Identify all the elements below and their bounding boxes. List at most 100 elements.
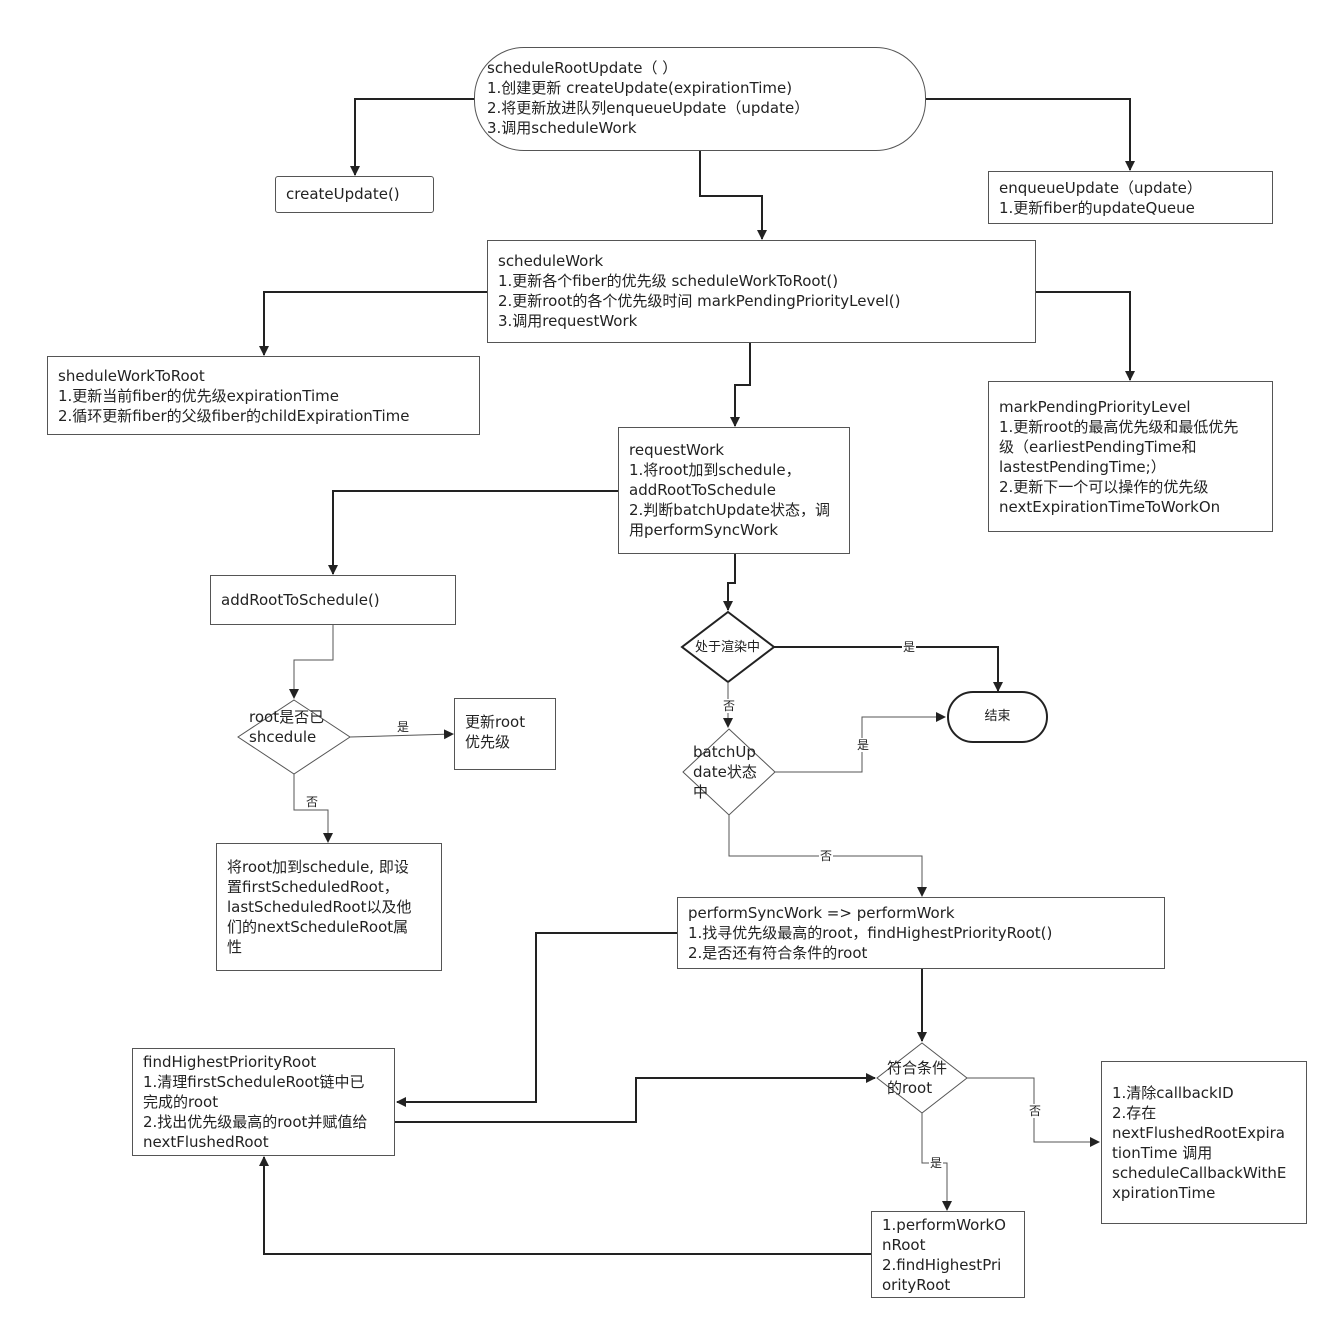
node-line: 性 xyxy=(227,938,243,956)
node-line: 3.调用scheduleWork xyxy=(487,119,637,137)
node-line: 2.将更新放进队列enqueueUpdate（update） xyxy=(487,99,810,117)
node-schedule-work-to-root: sheduleWorkToRoot 1.更新当前fiber的优先级expirat… xyxy=(47,356,480,435)
edge-scheduleWork-sheduleWorkToRoot xyxy=(259,291,488,356)
node-line: 结束 xyxy=(984,709,1011,724)
node-line: scheduleCallbackWithE xyxy=(1112,1164,1287,1182)
node-line: 1.找寻优先级最高的root，findHighestPriorityRoot() xyxy=(688,924,1053,942)
node-update-root-priority: 更新root 优先级 xyxy=(454,698,556,770)
node-enqueue-update: enqueueUpdate（update） 1.更新fiber的updateQu… xyxy=(988,171,1273,224)
node-line: 1.更新fiber的updateQueue xyxy=(999,199,1195,217)
edge-scheduleRootUpdate-createUpdate xyxy=(350,98,478,176)
node-request-work: requestWork 1.将root加到schedule， addRootTo… xyxy=(618,427,850,554)
node-line: xpirationTime xyxy=(1112,1184,1216,1202)
node-mark-pending-priority-level: markPendingPriorityLevel 1.更新root的最高优先级和… xyxy=(988,381,1273,532)
decision-line: 的root xyxy=(887,1079,933,1097)
node-line: 2.判断batchUpdate状态，调 xyxy=(629,501,830,519)
node-line: 2.更新root的各个优先级时间 markPendingPriorityLeve… xyxy=(498,292,901,310)
decision-line: batchUp xyxy=(693,743,756,761)
edge-label-yes-rendering: 是 xyxy=(902,640,917,654)
node-line: requestWork xyxy=(629,441,725,459)
edge-rootScheduled-addDetail xyxy=(293,774,333,843)
node-line: 将root加到schedule, 即设 xyxy=(227,858,409,876)
node-line: 1.创建更新 createUpdate(expirationTime) xyxy=(487,79,793,97)
node-line: 1.更新root的最高优先级和最低优先 xyxy=(999,418,1239,436)
decision-root-scheduled-label: root是否已 shcedule xyxy=(249,707,324,747)
edge-label-yes-scheduled: 是 xyxy=(396,720,411,734)
decision-is-rendering-label: 处于渲染中 xyxy=(695,638,760,658)
decision-batch-update-label: batchUp date状态 中 xyxy=(693,742,757,802)
node-line: 用performSyncWork xyxy=(629,521,779,539)
edge-scheduleWork-markPending xyxy=(1035,291,1135,381)
edge-label-yes-batch: 是 xyxy=(856,738,871,752)
decision-line: date状态 xyxy=(693,763,757,781)
node-line: 2.findHighestPri xyxy=(882,1256,1002,1274)
edge-rootScheduled-updatePriority xyxy=(349,729,454,740)
node-line: 们的nextScheduleRoot属 xyxy=(227,918,409,936)
decision-line: shcedule xyxy=(249,728,317,746)
edge-findHighest-qualified xyxy=(394,1073,876,1123)
node-line: 1.performWorkO xyxy=(882,1216,1006,1234)
node-end: 结束 xyxy=(947,691,1048,743)
node-line: 优先级 xyxy=(465,733,511,751)
node-line: 1.清理firstScheduleRoot链中已 xyxy=(143,1073,365,1091)
node-add-root-detail: 将root加到schedule, 即设 置firstScheduledRoot，… xyxy=(216,843,442,971)
node-line: 完成的root xyxy=(143,1093,219,1111)
node-line: lastestPendingTime;） xyxy=(999,458,1166,476)
decision-line: 处于渲染中 xyxy=(695,640,761,655)
edge-requestWork-isRendering xyxy=(723,553,736,611)
node-schedule-root-update: scheduleRootUpdate（ ） 1.创建更新 createUpdat… xyxy=(474,47,926,151)
node-find-highest-priority-root: findHighestPriorityRoot 1.清理firstSchedul… xyxy=(132,1048,395,1156)
edge-label-yes-qualified: 是 xyxy=(929,1156,944,1170)
node-line: orityRoot xyxy=(882,1276,951,1294)
node-line: nextFlushedRootExpira xyxy=(1112,1124,1285,1142)
node-line: lastScheduledRoot以及他 xyxy=(227,898,412,916)
edge-scheduleRootUpdate-scheduleWork xyxy=(699,150,767,240)
edge-scheduleRootUpdate-enqueueUpdate xyxy=(925,98,1135,171)
node-line: 1.更新各个fiber的优先级 scheduleWorkToRoot() xyxy=(498,272,839,290)
node-perform-work-on-root: 1.performWorkO nRoot 2.findHighestPri or… xyxy=(871,1211,1025,1298)
node-schedule-work: scheduleWork 1.更新各个fiber的优先级 scheduleWor… xyxy=(487,240,1036,343)
node-line: 2.循环更新fiber的父级fiber的childExpirationTime xyxy=(58,407,410,425)
node-line: findHighestPriorityRoot xyxy=(143,1053,317,1071)
node-line: 置firstScheduledRoot， xyxy=(227,878,399,896)
node-line: 1.更新当前fiber的优先级expirationTime xyxy=(58,387,340,405)
edge-performWorkOnRoot-findHighest xyxy=(259,1156,872,1255)
edge-performSyncWork-findHighest xyxy=(396,932,678,1107)
node-line: 2.是否还有符合条件的root xyxy=(688,944,868,962)
edge-addRoot-rootScheduled xyxy=(289,624,334,699)
node-line: markPendingPriorityLevel xyxy=(999,398,1191,416)
node-line: 1.将root加到schedule， xyxy=(629,461,801,479)
edge-requestWork-addRootToSchedule xyxy=(328,490,619,575)
edge-isRendering-end xyxy=(774,646,1003,692)
node-line: nextFlushedRoot xyxy=(143,1133,269,1151)
node-line: sheduleWorkToRoot xyxy=(58,367,205,385)
node-line: 1.清除callbackID xyxy=(1112,1084,1234,1102)
node-line: 2.存在 xyxy=(1112,1104,1157,1122)
edge-label-no-batch: 否 xyxy=(819,849,834,863)
node-line: enqueueUpdate（update） xyxy=(999,179,1202,197)
node-perform-sync-work: performSyncWork => performWork 1.找寻优先级最高… xyxy=(677,897,1165,969)
node-line: addRootToSchedule() xyxy=(221,591,380,609)
node-line: 更新root xyxy=(465,713,526,731)
node-line: 2.更新下一个可以操作的优先级 xyxy=(999,478,1209,496)
decision-qualified-root-label: 符合条件 的root xyxy=(887,1058,947,1098)
node-line: createUpdate() xyxy=(286,185,400,203)
node-line: tionTime 调用 xyxy=(1112,1144,1213,1162)
node-line: 3.调用requestWork xyxy=(498,312,638,330)
node-create-update: createUpdate() xyxy=(275,176,434,213)
node-line: nextExpirationTimeToWorkOn xyxy=(999,498,1221,516)
edge-label-no-scheduled: 否 xyxy=(305,795,320,809)
node-line: nRoot xyxy=(882,1236,926,1254)
edge-label-no-qualified: 否 xyxy=(1028,1104,1043,1118)
node-line: performSyncWork => performWork xyxy=(688,904,955,922)
node-line: scheduleWork xyxy=(498,252,604,270)
node-line: scheduleRootUpdate（ ） xyxy=(487,59,678,77)
edge-label-no-rendering: 否 xyxy=(722,699,737,713)
edge-scheduleWork-requestWork xyxy=(730,342,751,427)
node-line: 2.找出优先级最高的root并赋值给 xyxy=(143,1113,368,1131)
node-add-root-to-schedule: addRootToSchedule() xyxy=(210,575,456,625)
node-clear-callback: 1.清除callbackID 2.存在 nextFlushedRootExpir… xyxy=(1101,1061,1307,1224)
decision-line: 符合条件 xyxy=(887,1059,948,1077)
node-line: addRootToSchedule xyxy=(629,481,776,499)
node-line: 级（earliestPendingTime和 xyxy=(999,438,1197,456)
